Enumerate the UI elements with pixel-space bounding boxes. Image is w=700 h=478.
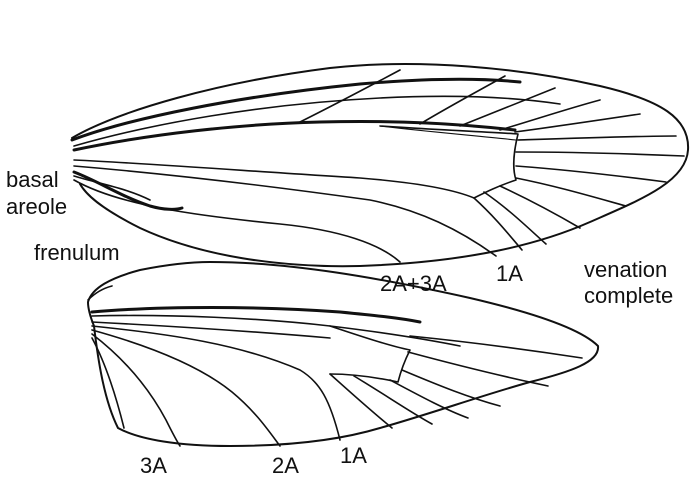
hindwing-cu2-vein: [354, 376, 432, 424]
forewing: [72, 64, 688, 266]
label-basal: basal: [6, 167, 59, 192]
hindwing-frenulum: [88, 286, 112, 300]
hindwing-1a-vein: [92, 326, 340, 440]
forewing-1a-vein: [74, 166, 496, 256]
forewing-m1-vein: [518, 136, 676, 140]
label-areole: areole: [6, 194, 67, 219]
forewing-cu4-vein: [474, 198, 522, 250]
hindwing-m1-vein: [410, 336, 582, 358]
label-venation: venation: [584, 257, 667, 282]
forewing-cu2-vein: [500, 186, 580, 228]
hindwing: [88, 262, 598, 446]
label-hindwing-1a: 1A: [340, 443, 367, 468]
forewing-m3-vein: [516, 166, 666, 182]
forewing-2a3a-vein: [74, 180, 400, 262]
label-frenulum: frenulum: [34, 240, 120, 265]
forewing-r5-vein: [515, 114, 640, 132]
forewing-r2-vein: [420, 76, 505, 124]
label-forewing-2a3a: 2A+3A: [380, 271, 447, 296]
hindwing-m3-vein: [402, 370, 500, 406]
forewing-m2-vein: [516, 152, 684, 156]
label-complete: complete: [584, 283, 673, 308]
forewing-discal-cell: [380, 126, 518, 198]
hindwing-cu3-vein: [330, 374, 392, 428]
forewing-cubitus-vein: [74, 160, 474, 198]
label-forewing-1a: 1A: [496, 261, 523, 286]
forewing-r1-vein: [300, 70, 400, 122]
forewing-radius-vein: [74, 121, 515, 150]
label-hindwing-3a: 3A: [140, 453, 167, 478]
label-hindwing-2a: 2A: [272, 453, 299, 478]
